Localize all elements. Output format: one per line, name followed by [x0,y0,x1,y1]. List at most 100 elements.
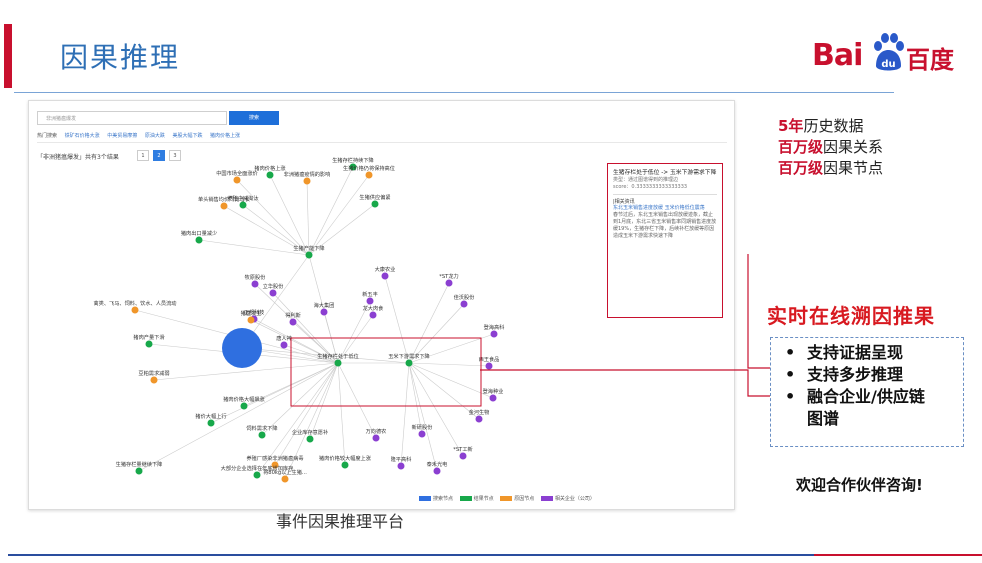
graph-node[interactable] [303,177,311,185]
graph-node[interactable] [397,462,405,470]
graph-node[interactable] [269,289,277,297]
graph-node[interactable] [266,171,274,179]
graph-node[interactable] [258,431,266,439]
graph-node-label: 新研股份 [412,423,434,431]
graph-node[interactable] [195,236,203,244]
related-title: |相关资讯 [613,194,717,205]
graph-edge [138,362,339,472]
graph-node[interactable] [405,359,413,367]
realtime-title: 实时在线溯因推果 [767,304,935,328]
graph-node[interactable] [490,330,498,338]
graph-edge [153,362,339,381]
hot-search-link[interactable]: 原油大跌 [144,133,165,139]
graph-node[interactable] [280,341,288,349]
graph-node[interactable] [233,176,241,184]
graph-edge [254,283,339,364]
panel-type: 类型：通过图谱得到的推理边 [613,177,679,183]
graph-edge [236,179,310,256]
graph-node[interactable] [349,163,357,171]
graph-node[interactable] [320,308,328,316]
graph-node[interactable] [240,402,248,410]
screenshot-caption: 事件因果推理平台 [276,512,405,531]
graph-node[interactable] [369,311,377,319]
graph-node[interactable] [489,394,497,402]
logo-cn-text: 百度 [906,46,954,74]
stat-highlight: 百万级 [778,138,824,156]
graph-edge [256,362,339,476]
stat-highlight: 百万级 [778,159,824,177]
graph-node-label: 大部分企业选择在年底增加库存 [221,464,294,472]
graph-node[interactable] [135,467,143,475]
slide-title: 因果推理 [60,41,181,74]
search-input[interactable]: 非洲猪瘟爆发 [37,111,227,125]
page-button-1[interactable]: 1 [137,150,149,161]
graph-node[interactable] [459,452,467,460]
graph-node[interactable] [418,430,426,438]
graph-node[interactable] [334,359,342,367]
graph-node-label: 中国市场全面涨价 [216,169,258,177]
stat-line: 百万级因果节点 [778,158,883,179]
related-news-link[interactable]: 东北玉米销售进度放缓 玉米价格低位震荡 [613,205,705,211]
legend-swatch-company [540,496,553,501]
graph-node[interactable] [341,461,349,469]
graph-node[interactable] [381,272,389,280]
graph-node[interactable] [251,280,259,288]
graph-node[interactable] [306,435,314,443]
feature-item: 图谱 [771,408,963,430]
divider [37,142,727,143]
legend-swatch-result [459,496,472,501]
graph-node[interactable] [289,318,297,326]
graph-node-label: 隆平高科 [391,455,412,463]
page-button-2[interactable]: 2 [153,150,165,161]
graph-edge [408,362,438,472]
graph-node[interactable] [485,362,493,370]
graph-node[interactable] [207,419,215,427]
graph-node[interactable] [371,200,379,208]
result-count: 「非洲猪瘟爆发」共有3个结果 [37,154,119,161]
graph-node[interactable] [433,467,441,475]
title-accent-bar [4,24,12,88]
graph-node-label: 禽类、飞马、饲料、饮水、人员流动 [93,299,176,307]
hot-search-link[interactable]: 铁矿石价格大涨 [64,133,100,139]
graph-node-label: 生猪存栏持续下降 [332,156,374,164]
graph-node[interactable] [150,376,158,384]
graph-edge [308,166,354,256]
hot-search-link[interactable]: 中美贸易摩擦 [107,133,138,139]
graph-node[interactable] [460,300,468,308]
panel-heading: 生猪存栏处于低位 -> 玉米下游需求下降 [613,170,717,176]
search-node[interactable] [222,328,262,368]
graph-node[interactable] [271,461,279,469]
graph-node-label: 生猪产能下降 [293,244,324,252]
causal-graph[interactable]: 猪肉价格上涨中国市场全面涨价生猪存栏持续下降生猪价格仍将保持高位非洲猪瘟疫情的影… [29,101,734,509]
graph-node-label: 得利斯 [285,311,301,319]
baidu-logo: Bai du 百度 [812,32,962,76]
graph-node[interactable] [145,340,153,348]
graph-node[interactable] [281,475,289,483]
graph-node-label: 金河生物 [469,408,490,416]
footer-rule-accent [814,554,982,556]
graph-node[interactable] [366,297,374,305]
graph-node[interactable] [305,251,313,259]
graph-node-label: 生猪存栏处于低位 [317,352,359,360]
graph-node[interactable] [365,171,373,179]
search-button[interactable]: 搜索 [229,111,279,125]
hot-search-link[interactable]: 猪肉价格上涨 [210,133,241,139]
graph-node[interactable] [475,415,483,423]
page-button-3[interactable]: 3 [169,150,181,161]
graph-node[interactable] [239,201,247,209]
graph-node[interactable] [372,434,380,442]
graph-node[interactable] [445,279,453,287]
paw-icon: du [874,33,904,71]
bullet-icon: • [785,365,796,384]
graph-node[interactable] [247,316,255,324]
graph-edge [408,282,450,364]
graph-node[interactable] [220,202,228,210]
graph-node[interactable] [253,471,261,479]
graph-node-label: 西王食品 [479,355,500,363]
graph-edge [408,362,423,435]
graph-edge [306,180,310,256]
feature-text: 融合企业/供应链 [807,387,925,406]
hot-search-link[interactable]: 美股大幅下跌 [172,133,203,139]
graph-node[interactable] [131,306,139,314]
graph-edge [308,174,370,256]
